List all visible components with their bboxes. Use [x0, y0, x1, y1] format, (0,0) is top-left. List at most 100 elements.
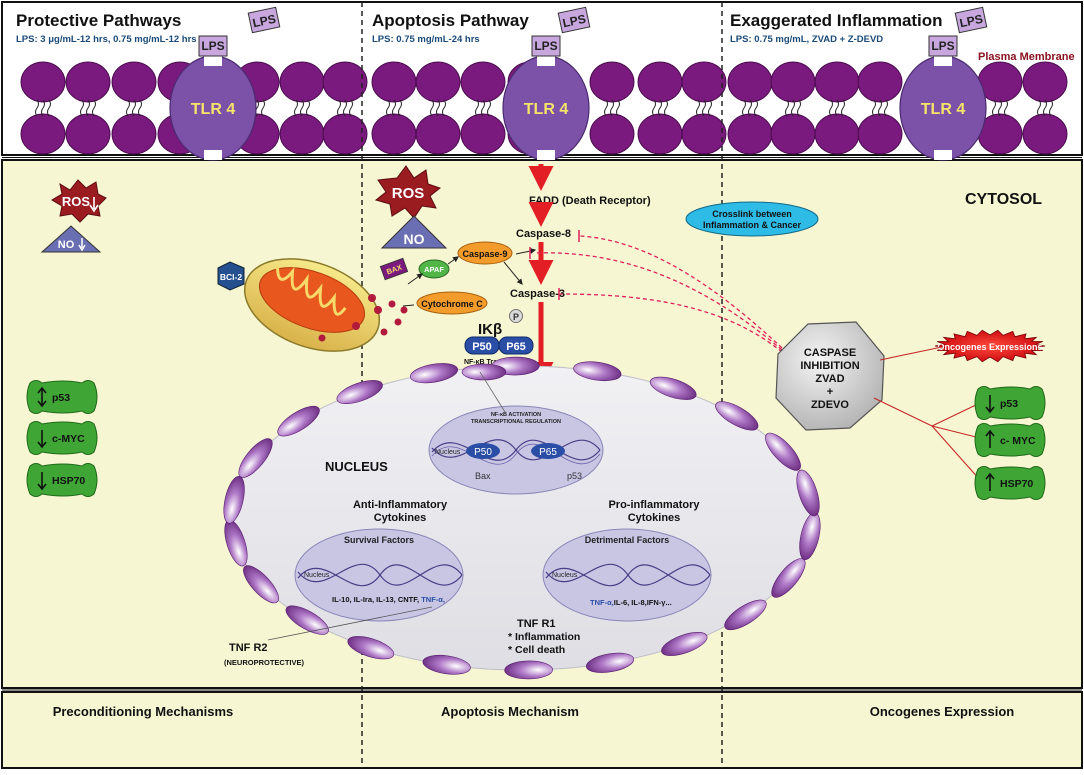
nuclear-pores — [223, 356, 821, 680]
footer-preconditioning: Preconditioning Mechanisms — [53, 704, 234, 719]
panel-subtitle-protective: LPS: 3 μg/mL-12 hrs, 0.75 mg/mL-12 hrs — [16, 34, 197, 45]
panel-subtitle-apoptosis: LPS: 0.75 mg/mL-24 hrs — [372, 34, 480, 45]
svg-text:LPS: LPS — [251, 12, 277, 31]
tnfr1-label: TNF R1 — [517, 618, 556, 630]
svg-text:APAF: APAF — [424, 265, 444, 274]
svg-text:TLR 4: TLR 4 — [921, 101, 966, 118]
lps-box-6: LPS — [928, 35, 958, 57]
panel-subtitle-inflammation: LPS: 0.75 mg/mL, ZVAD + Z-DEVD — [730, 34, 883, 45]
lipid-pair — [279, 61, 325, 155]
lipid-pair — [681, 61, 727, 155]
nuclear-pore — [277, 405, 320, 437]
svg-text:NO: NO — [404, 231, 425, 247]
marker-label: HSP70 — [1000, 478, 1033, 490]
svg-text:Nucleus: Nucleus — [435, 449, 461, 456]
svg-text:Caspase-9: Caspase-9 — [462, 249, 507, 259]
svg-text:CASPASE: CASPASE — [804, 347, 856, 359]
svg-text:+: + — [827, 386, 833, 398]
svg-text:Oncogenes Expressions: Oncogenes Expressions — [937, 342, 1042, 352]
svg-text:LPS: LPS — [201, 39, 224, 53]
svg-text:LPS: LPS — [534, 39, 557, 53]
svg-text:NO: NO — [58, 239, 75, 251]
bcl2-badge: BCl-2 — [217, 261, 245, 291]
arrow-down-icon — [37, 472, 47, 491]
lipid-pair — [415, 61, 461, 155]
arrow-down-icon — [37, 430, 47, 449]
svg-text:LPS: LPS — [561, 12, 587, 31]
lipid-pair — [20, 61, 66, 155]
lps-box-3: LPS — [557, 6, 591, 34]
fadd-label: FADD (Death Receptor) — [529, 195, 651, 207]
apaf-oval: APAF — [418, 259, 450, 279]
nuclear-pore — [586, 652, 635, 673]
nucleus-label: NUCLEUS — [325, 459, 388, 474]
nuclear-pore — [422, 654, 471, 675]
svg-text:P65: P65 — [506, 341, 526, 353]
nuclear-pore — [771, 558, 806, 598]
caspase-3-label: Caspase-3 — [510, 288, 565, 300]
nuclear-pore — [573, 361, 622, 382]
lipid-pair — [111, 61, 157, 155]
svg-text:INHIBITION: INHIBITION — [800, 360, 859, 372]
svg-text:P50: P50 — [472, 341, 492, 353]
ros-burst-protective: ROS — [51, 179, 107, 223]
lipid-pair — [589, 61, 635, 155]
caspase-9-oval: Caspase-9 — [457, 241, 513, 265]
svg-text:Survival Factors: Survival Factors — [344, 535, 414, 545]
svg-text:TLR 4: TLR 4 — [524, 101, 569, 118]
lipid-pair — [814, 61, 860, 155]
cytochrome-c-oval: Cytochrome C — [416, 291, 488, 315]
inflammation-markers: p53 c- MYC HSP70 — [974, 386, 1046, 500]
lipid-pair — [371, 61, 417, 155]
marker-label: HSP70 — [52, 475, 85, 487]
marker-badge: HSP70 — [974, 466, 1046, 500]
svg-text:BCl-2: BCl-2 — [220, 272, 242, 282]
anti-inflammatory-label-2: Cytokines — [374, 512, 427, 524]
svg-text:Nucleus: Nucleus — [304, 572, 330, 579]
marker-label: p53 — [1000, 398, 1018, 410]
arrow-down-icon — [89, 197, 99, 213]
tlr4-icon: TLR 4 — [502, 55, 590, 161]
svg-text:ROS: ROS — [392, 185, 425, 202]
marker-badge: c-MYC — [26, 421, 98, 455]
svg-text:NF-κB ACTIVATION: NF-κB ACTIVATION — [491, 412, 541, 418]
lipid-pair — [322, 61, 368, 155]
caspase-inhibition-badge: CASPASE INHIBITION ZVAD + ZDEVO — [775, 321, 885, 431]
ros-burst-apoptosis: ROS — [374, 165, 442, 219]
lipid-pair — [1022, 61, 1068, 155]
svg-text:Detrimental Factors: Detrimental Factors — [585, 535, 670, 545]
lipid-pair — [637, 61, 683, 155]
svg-text:ZVAD: ZVAD — [815, 373, 844, 385]
oncogenes-burst: Oncogenes Expressions — [934, 329, 1046, 363]
plasma-membrane-lipids — [20, 61, 1068, 155]
nuclear-pore — [649, 376, 697, 400]
pro-inflammatory-label-2: Cytokines — [628, 512, 681, 524]
lipid-pair — [727, 61, 773, 155]
svg-text:P50: P50 — [474, 447, 492, 458]
lipid-pair — [460, 61, 506, 155]
svg-text:TLR 4: TLR 4 — [191, 101, 236, 118]
svg-text:LPS: LPS — [958, 12, 984, 31]
svg-text:Crosslink between: Crosslink between — [712, 209, 792, 219]
svg-text:TRANSCRIPTIONAL REGULATION: TRANSCRIPTIONAL REGULATION — [471, 419, 561, 425]
footer-oncogenes: Oncogenes Expression — [870, 704, 1015, 719]
crosslink-oval: Crosslink between Inflammation & Cancer — [685, 201, 819, 237]
marker-badge: p53 — [26, 380, 98, 414]
nuclear-pore — [223, 476, 245, 524]
arrow-up-icon — [985, 472, 995, 491]
nuclear-pore — [661, 631, 708, 656]
nuclear-pore — [724, 599, 767, 631]
svg-text:p53: p53 — [567, 471, 582, 481]
tnfr1-note-1: * Inflammation — [508, 631, 580, 643]
plasma-membrane-label: Plasma Membrane — [978, 51, 1075, 63]
footer-apoptosis: Apoptosis Mechanism — [441, 704, 579, 719]
svg-text:P: P — [513, 312, 519, 322]
mitochondrion — [243, 258, 408, 352]
anti-inflammatory-label-1: Anti-Inflammatory — [353, 499, 448, 511]
svg-text:Nucleus: Nucleus — [552, 572, 578, 579]
arrow-updown-icon — [37, 386, 47, 408]
marker-badge: c- MYC — [974, 423, 1046, 457]
no-triangle-protective: NO — [40, 225, 102, 253]
